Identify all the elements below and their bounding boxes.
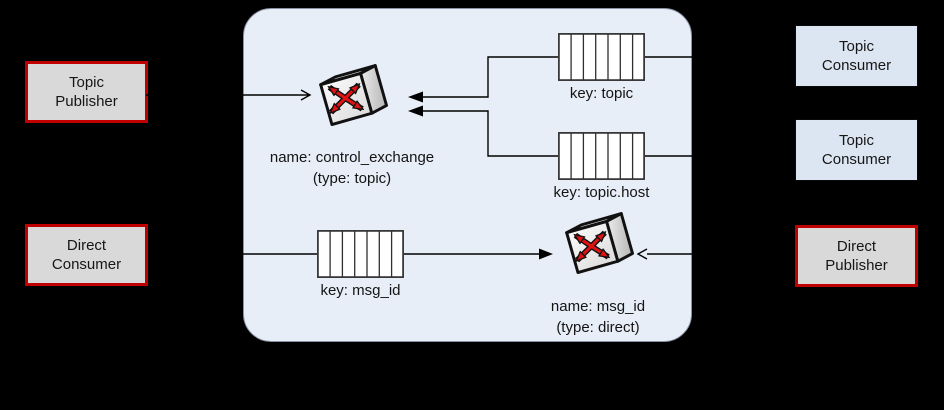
- switch-exchange-icon: [319, 64, 389, 127]
- exchange-name-label: name: control_exchange: [269, 149, 435, 166]
- node-label-line: Topic: [838, 132, 875, 149]
- arrowhead-into-topic-consumer-2: [782, 151, 794, 161]
- exchange-name-label: name: msg_id: [550, 298, 646, 315]
- node-label-line: Consumer: [51, 256, 122, 273]
- control-exchange-label: name: control_exchange (type: topic): [232, 147, 472, 189]
- queue-topic-label: key: topic: [569, 85, 634, 102]
- node-label-line: Publisher: [55, 93, 118, 110]
- queue-topic-host-label: key: topic.host: [553, 184, 650, 201]
- node-label-line: Direct: [836, 238, 877, 255]
- node-label-line: Topic: [68, 74, 105, 91]
- node-label-line: Consumer: [821, 57, 892, 74]
- queue-msg-id-label: key: msg_id: [320, 282, 401, 299]
- queue-icon: [558, 33, 645, 81]
- arrowhead-into-direct-consumer: [149, 248, 163, 260]
- queue-icon: [558, 132, 645, 180]
- exchange-type-label: (type: direct): [556, 319, 640, 336]
- node-topic-consumer-1: Topic Consumer: [795, 25, 918, 87]
- switch-exchange-icon: [565, 212, 635, 275]
- node-label-line: Consumer: [821, 151, 892, 168]
- node-label-line: Topic: [838, 38, 875, 55]
- arrowhead-into-topic-consumer-1: [782, 52, 794, 62]
- node-direct-consumer: Direct Consumer: [25, 224, 148, 286]
- exchange-type-label: (type: topic): [312, 170, 392, 187]
- node-label-line: Publisher: [825, 257, 888, 274]
- node-topic-consumer-2: Topic Consumer: [795, 119, 918, 181]
- queue-icon: [317, 230, 404, 278]
- node-label-line: Direct: [66, 237, 107, 254]
- node-direct-publisher: Direct Publisher: [795, 225, 918, 287]
- direct-exchange-label: name: msg_id (type: direct): [478, 296, 718, 338]
- node-topic-publisher: Topic Publisher: [25, 61, 148, 123]
